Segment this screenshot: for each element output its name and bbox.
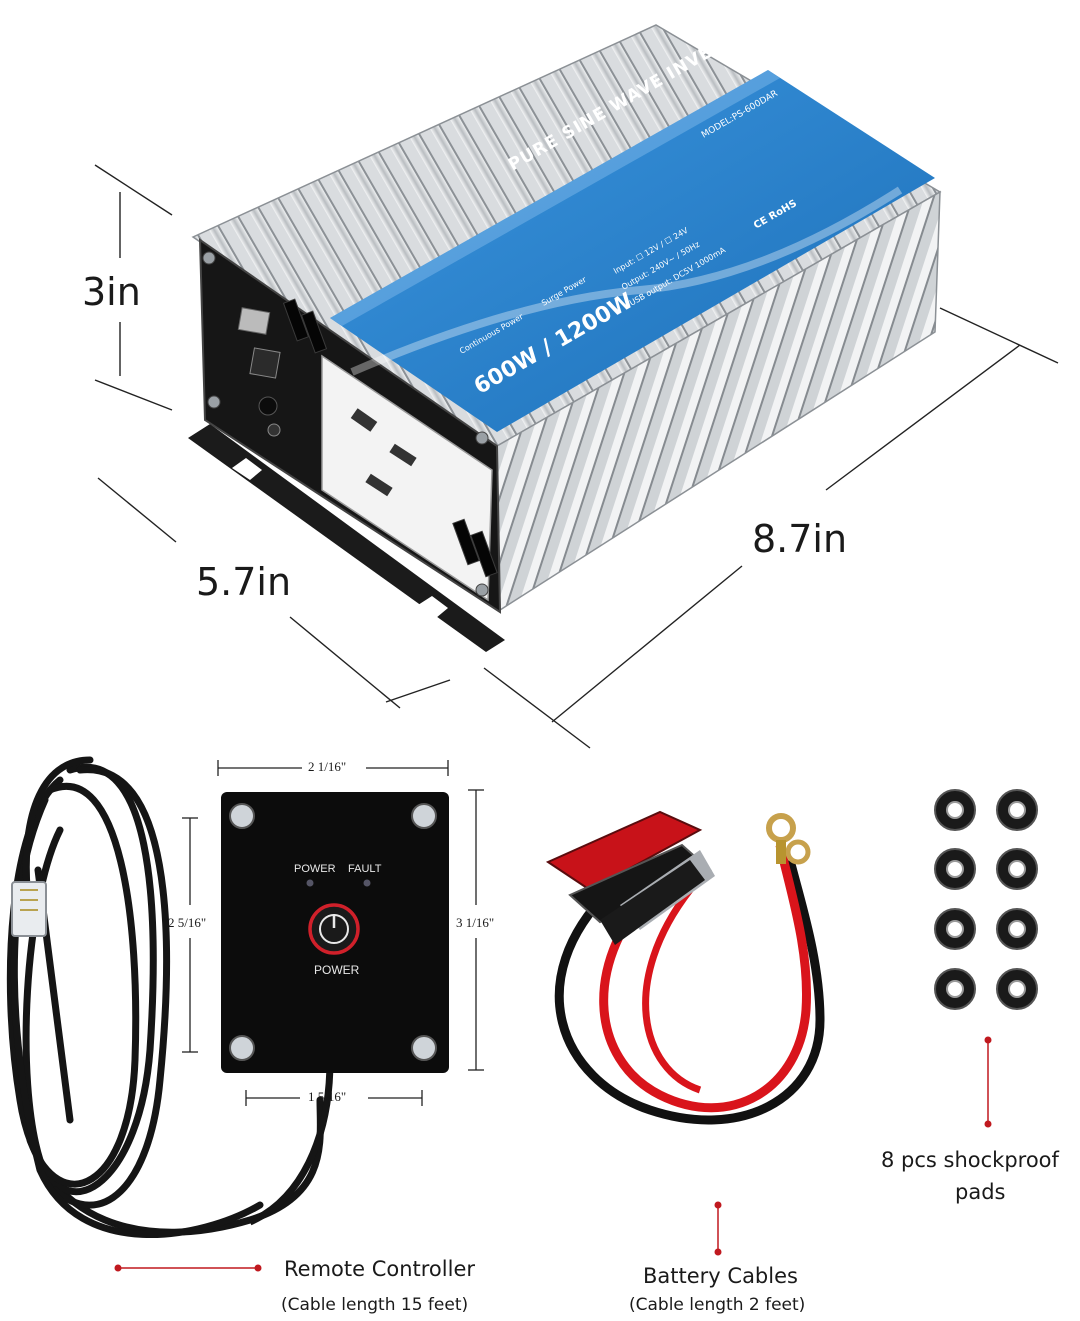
height-dimension: 3in [82, 270, 141, 314]
width-dimension: 5.7in [196, 560, 292, 604]
pads-caption-title: 8 pcs shockproof [881, 1148, 1059, 1172]
remote-height-right-dimension: 3 1/16" [456, 915, 495, 930]
remote-caption-title: Remote Controller [284, 1257, 475, 1281]
remote-width-dimension: 2 1/16" [308, 759, 347, 774]
remote-dimension-lines [182, 760, 484, 1106]
power-button-label: POWER [314, 963, 360, 977]
pads-caption-title-line2: pads [955, 1180, 1006, 1204]
battery-caption-sub: (Cable length 2 feet) [629, 1295, 806, 1315]
remote-controller-box [221, 792, 449, 1073]
remote-height-left-dimension: 2 5/16" [168, 915, 207, 930]
remote-caption-sub: (Cable length 15 feet) [281, 1295, 469, 1315]
caption-markers [118, 1040, 989, 1269]
shockproof-pads [934, 789, 1038, 1010]
remote-bottom-dimension: 1 5/16" [308, 1089, 347, 1104]
fault-led-label: FAULT [348, 863, 382, 875]
power-led-label: POWER [294, 863, 336, 875]
battery-caption-title: Battery Cables [643, 1264, 798, 1288]
battery-cables [545, 810, 825, 1125]
dimension-lines [94, 164, 1059, 749]
length-dimension: 8.7in [752, 517, 848, 561]
inverter-unit [188, 24, 942, 652]
